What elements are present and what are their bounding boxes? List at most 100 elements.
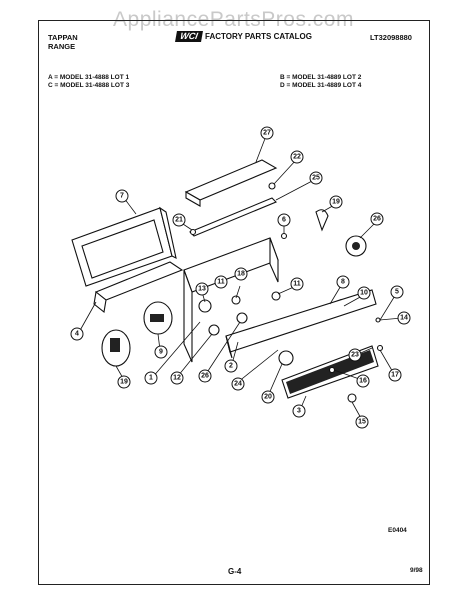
svg-text:1: 1 [149,375,153,382]
svg-text:7: 7 [120,193,124,200]
page-number: G-4 [228,567,242,576]
part-16-screw [328,366,336,374]
svg-text:3: 3 [297,408,301,415]
svg-text:19: 19 [332,199,340,206]
catalog-title: FACTORY PARTS CATALOG [205,32,312,41]
callout-18: 18 [234,267,248,281]
svg-text:14: 14 [400,315,408,322]
callout-12: 12 [170,371,184,385]
svg-text:21: 21 [175,217,183,224]
callout-26-lower: 26 [198,369,212,383]
svg-text:8: 8 [341,279,345,286]
svg-text:26: 26 [373,216,381,223]
part-13-knob [198,299,212,313]
model-d: D = MODEL 31-4889 LOT 4 [280,82,362,89]
catalog-title-block: WCI FACTORY PARTS CATALOG [175,31,312,42]
part-26-knob [236,312,248,324]
svg-text:16: 16 [359,378,367,385]
svg-text:12: 12 [173,375,181,382]
callout-9: 9 [154,345,168,359]
callout-7: 7 [115,189,129,203]
part-11-bulb [231,295,241,305]
callout-4: 4 [70,327,84,341]
callout-2: 2 [224,359,238,373]
part-12-knob [208,324,220,336]
callout-14: 15 [355,415,369,429]
callout-20: 20 [261,390,275,404]
callout-16: 16 [356,374,370,388]
svg-text:19: 19 [120,379,128,386]
watermark-text: AppliancePartsPros.com [113,8,354,31]
callout-5: 5 [390,285,404,299]
revision-date: 9/98 [410,567,423,574]
callout-21: 21 [172,213,186,227]
part-21-clip [189,228,197,236]
document-number: LT32098880 [370,33,412,42]
part-22-fastener [268,182,276,190]
callout-19-upper: 19 [329,195,343,209]
svg-text:20: 20 [264,394,272,401]
callout-6: 6 [277,213,291,227]
callout-10: 10 [357,286,371,300]
callout-25: 25 [309,171,323,185]
svg-text:5: 5 [395,289,399,296]
svg-text:25: 25 [312,175,320,182]
part-25-bar [189,197,277,237]
model-list-left: A = MODEL 31-4888 LOT 1 C = MODEL 31-488… [48,74,129,90]
model-list-right: B = MODEL 31-4889 LOT 2 D = MODEL 31-488… [280,74,361,90]
callout-17: 17 [388,368,402,382]
part-7-glass-panel [71,206,177,287]
callout-1: 1 [144,371,158,385]
part-4-lower-trim [93,261,184,314]
svg-text:27: 27 [263,130,271,137]
callout-11-left: 11 [214,275,228,289]
svg-text:26: 26 [201,373,209,380]
callout-27: 27 [260,126,274,140]
callout-3: 3 [292,404,306,418]
part-19-connector [315,209,329,232]
control-panel-face [225,289,377,359]
svg-text:9: 9 [159,349,163,356]
callout-15: 14 [397,311,411,325]
svg-text:10: 10 [360,290,368,297]
part-17-screw [376,344,384,352]
callout-24: 24 [231,377,245,391]
part-26-thermostat [345,235,367,257]
callout-8: 8 [336,275,350,289]
svg-text:15: 15 [358,419,366,426]
brand-name: TAPPAN [48,33,78,42]
svg-text:24: 24 [234,381,242,388]
svg-text:23: 23 [351,352,359,359]
svg-text:11: 11 [293,281,301,288]
model-a: A = MODEL 31-4888 LOT 1 [48,74,130,81]
svg-text:18: 18 [237,271,245,278]
svg-text:6: 6 [282,217,286,224]
svg-text:17: 17 [391,372,399,379]
product-type: RANGE [48,42,76,51]
part-6-screw [280,232,288,240]
callout-23: 23 [348,348,362,362]
callout-labels: 27 22 25 7 21 6 19 26 4 18 11 11 8 10 5 … [70,126,411,429]
part-9-clock [143,301,173,335]
svg-text:22: 22 [293,154,301,161]
model-c: C = MODEL 31-4888 LOT 3 [48,82,130,89]
callout-22: 22 [290,150,304,164]
brand-block: TAPPAN RANGE [48,33,78,51]
callout-11-right: 11 [290,277,304,291]
control-panel-frame [183,237,279,363]
diagram-code: E0404 [388,527,407,534]
callout-19-lower: 19 [117,375,131,389]
callout-26-upper: 26 [370,212,384,226]
part-20-knob [278,350,294,366]
svg-text:13: 13 [198,286,206,293]
svg-text:4: 4 [75,331,79,338]
part-15-screw [375,317,381,323]
part-11-bulb-right [271,291,281,301]
part-27-trim-strip [184,159,278,207]
svg-text:11: 11 [217,279,225,286]
part-19-bracket [101,329,131,367]
model-b: B = MODEL 31-4889 LOT 2 [280,74,362,81]
part-14-foot [347,393,357,403]
catalog-page-frame [38,20,430,585]
